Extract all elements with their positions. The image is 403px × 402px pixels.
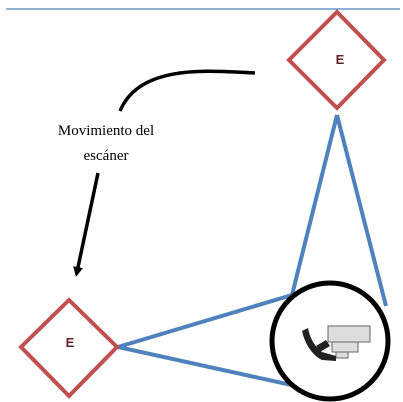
beam-top-left <box>290 114 339 296</box>
ceramic-profile-icon <box>302 325 371 361</box>
beam-bottom-bottom <box>117 345 297 388</box>
scanner-bottom-diamond <box>18 297 120 399</box>
arrow-shaft <box>73 172 100 277</box>
beam-bottom-top <box>117 293 293 349</box>
movement-caption-line2: escáner <box>84 148 129 164</box>
curved-arrow-icon <box>118 69 256 112</box>
movement-caption-line1: Movimiento del <box>58 123 154 139</box>
scanner-top-label: E <box>336 52 345 67</box>
scanner-bottom-label: E <box>66 335 75 350</box>
beam-top-right <box>335 114 388 307</box>
scanner-top-diamond <box>286 9 387 111</box>
